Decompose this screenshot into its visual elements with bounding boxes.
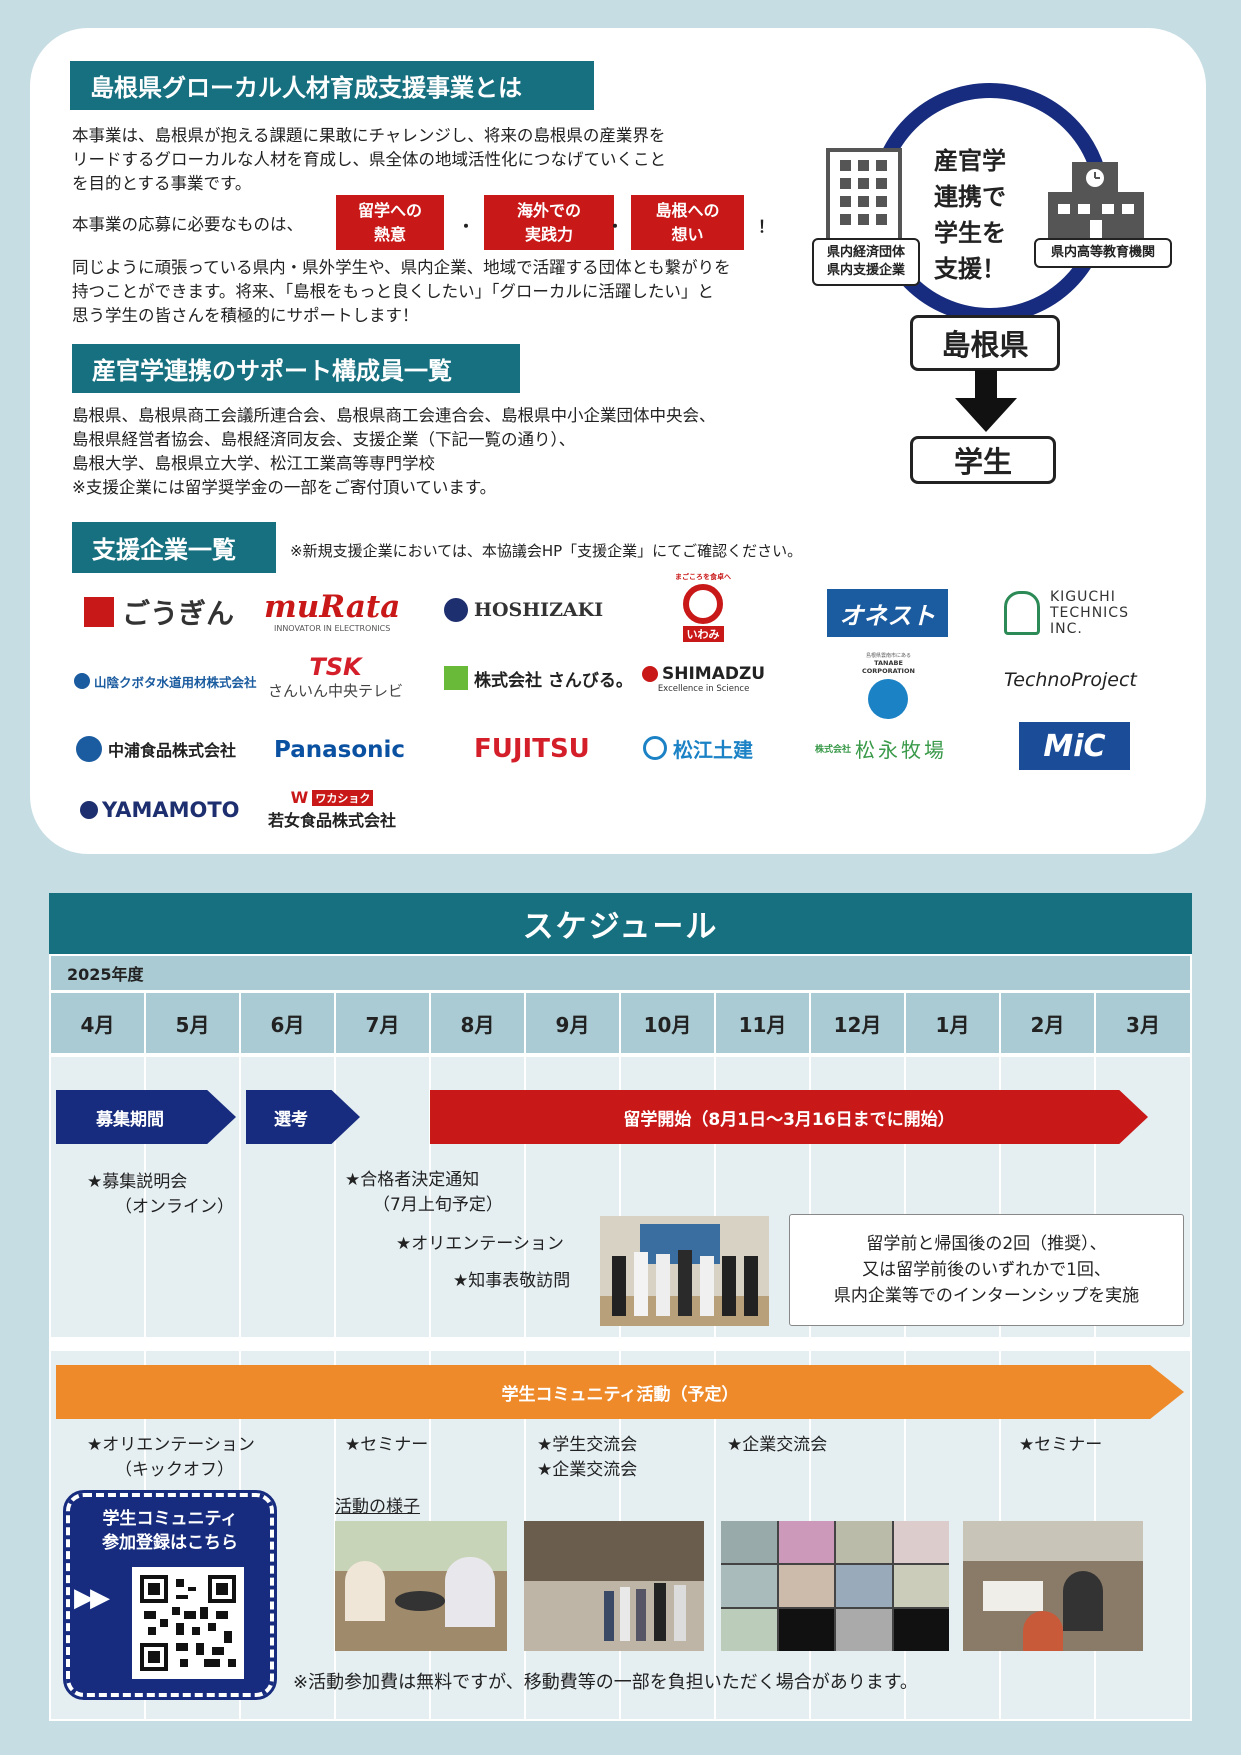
tanabe-logo: 島根県雲南市にある TANABE CORPORATION xyxy=(862,652,915,719)
month-dec: 12月 xyxy=(811,993,904,1053)
matsunaga-logo: 株式会社 松永牧場 xyxy=(815,737,948,762)
sanin-kubota-logo: 山陰クボタ水道用材株式会社 xyxy=(74,670,257,692)
need-practice: 海外での 実践力 xyxy=(484,195,614,250)
community-activity-arrow: 学生コミュニティ活動（予定） xyxy=(56,1365,1184,1419)
month-may: 5月 xyxy=(146,993,239,1053)
qr-code-icon xyxy=(140,1575,236,1671)
office-building-icon xyxy=(826,148,902,248)
qr-code[interactable] xyxy=(132,1567,244,1679)
month-apr: 4月 xyxy=(51,993,144,1053)
ring-center-text: 産官学 連携で 学生を 支援！ xyxy=(934,147,1006,283)
down-arrow-icon xyxy=(955,370,1017,432)
recruitment-period-arrow: 募集期間 xyxy=(56,1090,236,1144)
month-mar: 3月 xyxy=(1096,993,1190,1053)
gougin-logo: ごうぎん xyxy=(84,592,234,632)
needs-prefix: 本事業の応募に必要なものは、 xyxy=(72,215,303,234)
mic-logo: MiC xyxy=(1019,722,1130,770)
school-building-icon xyxy=(1048,162,1144,240)
tsk-logo: TSK さんいん中央テレビ xyxy=(268,653,404,700)
study-abroad-arrow: 留学開始（8月1日～3月16日までに開始） xyxy=(430,1090,1148,1144)
needs-separator: ・ xyxy=(607,217,624,236)
month-oct: 10月 xyxy=(621,993,714,1053)
kickoff-note: ★オリエンテーション （キックオフ） xyxy=(87,1435,255,1480)
activity-photo-4 xyxy=(963,1521,1143,1651)
yamamoto-logo: YAMAMOTO xyxy=(80,795,240,825)
right-org-label: 県内高等教育機関 xyxy=(1034,238,1172,268)
seminar-note-2: ★セミナー xyxy=(1019,1435,1103,1455)
month-feb: 2月 xyxy=(1001,993,1094,1053)
murata-logo: muRata INNOVATOR IN ELECTRONICS xyxy=(264,589,401,633)
sponsors-heading: 支援企業一覧 xyxy=(72,522,276,573)
about-paragraph-2: 同じように頑張っている県内・県外学生や、県内企業、地域で活躍する団体とも繋がりを… xyxy=(72,258,731,325)
governor-visit-photo xyxy=(600,1216,769,1326)
need-shimane: 島根への 想い xyxy=(631,195,744,250)
about-heading: 島根県グローカル人材育成支援事業とは xyxy=(70,61,594,110)
briefing-note: ★募集説明会 （オンライン） xyxy=(87,1172,234,1217)
fiscal-year: 2025年度 xyxy=(51,956,1190,990)
fujitsu-logo: FUJITSU xyxy=(474,734,590,764)
orientation-note: ★オリエンテーション xyxy=(396,1234,564,1254)
internship-note: 留学前と帰国後の2回（推奨）、 又は留学前後のいずれかで1回、 県内企業等でのイ… xyxy=(789,1214,1184,1326)
schedule-panel: スケジュール 2025年度 4月 5月 6月 7月 8月 9月 10月 11月 … xyxy=(49,893,1192,1721)
activity-photo-1 xyxy=(335,1521,507,1651)
governor-visit-note: ★知事表敬訪問 xyxy=(453,1271,571,1291)
fee-footnote: ※活動参加費は無料ですが、移動費等の一部を負担いただく場合があります。 xyxy=(293,1672,918,1693)
matsue-doken-logo: 松江土建 xyxy=(643,733,753,763)
exchange-note: ★学生交流会 ★企業交流会 xyxy=(537,1435,638,1480)
prefecture-box: 島根県 xyxy=(910,315,1060,371)
month-sep: 9月 xyxy=(526,993,619,1053)
student-box: 学生 xyxy=(910,436,1056,484)
left-org-label: 県内経済団体県内支援企業 xyxy=(812,238,920,286)
pass-notice-note: ★合格者決定通知 （7月上旬予定） xyxy=(345,1170,503,1215)
hoshizaki-logo: HOSHIZAKI xyxy=(444,596,603,624)
month-jul: 7月 xyxy=(336,993,429,1053)
need-passion: 留学への 熱意 xyxy=(336,195,444,250)
about-paragraph-1: 本事業は、島根県が抱える課題に果敢にチャレンジし、将来の島根県の産業界を リード… xyxy=(72,126,666,193)
seminar-note-1: ★セミナー xyxy=(345,1435,429,1455)
schedule-title: スケジュール xyxy=(49,893,1192,954)
register-badge[interactable]: 学生コミュニティ 参加登録はこちら ▶▶ xyxy=(63,1490,277,1700)
activity-label: 活動の様子 xyxy=(335,1497,420,1517)
activity-photo-3 xyxy=(721,1521,949,1651)
play-arrows-icon: ▶▶ xyxy=(74,1583,110,1613)
month-nov: 11月 xyxy=(716,993,809,1053)
month-jan: 1月 xyxy=(906,993,999,1053)
needs-separator: ・ xyxy=(458,217,475,236)
month-aug: 8月 xyxy=(431,993,524,1053)
panasonic-logo: Panasonic xyxy=(274,737,406,763)
needs-suffix: ！ xyxy=(758,217,775,236)
shimadzu-logo: SHIMADZU Excellence in Science xyxy=(642,664,765,694)
selection-arrow: 選考 xyxy=(246,1090,360,1144)
members-heading: 産官学連携のサポート構成員一覧 xyxy=(72,344,520,393)
company-exchange-note: ★企業交流会 xyxy=(727,1435,828,1455)
sponsors-note: ※新規支援企業においては、本協議会HP「支援企業」にてご確認ください。 xyxy=(290,542,803,560)
members-list: 島根県、島根県商工会議所連合会、島根県商工会連合会、島根県中小企業団体中央会、 … xyxy=(72,406,716,497)
technoproject-logo: TechnoProject xyxy=(1004,669,1137,691)
nakaura-logo: 中浦食品株式会社 xyxy=(76,734,236,764)
month-jun: 6月 xyxy=(241,993,334,1053)
honest-logo: オネスト xyxy=(827,589,948,637)
iwami-logo: まごころを食卓へ いわみ xyxy=(675,573,731,642)
activity-photo-2 xyxy=(524,1521,704,1651)
sanbiru-logo: 株式会社 さんびる。 xyxy=(444,664,633,692)
